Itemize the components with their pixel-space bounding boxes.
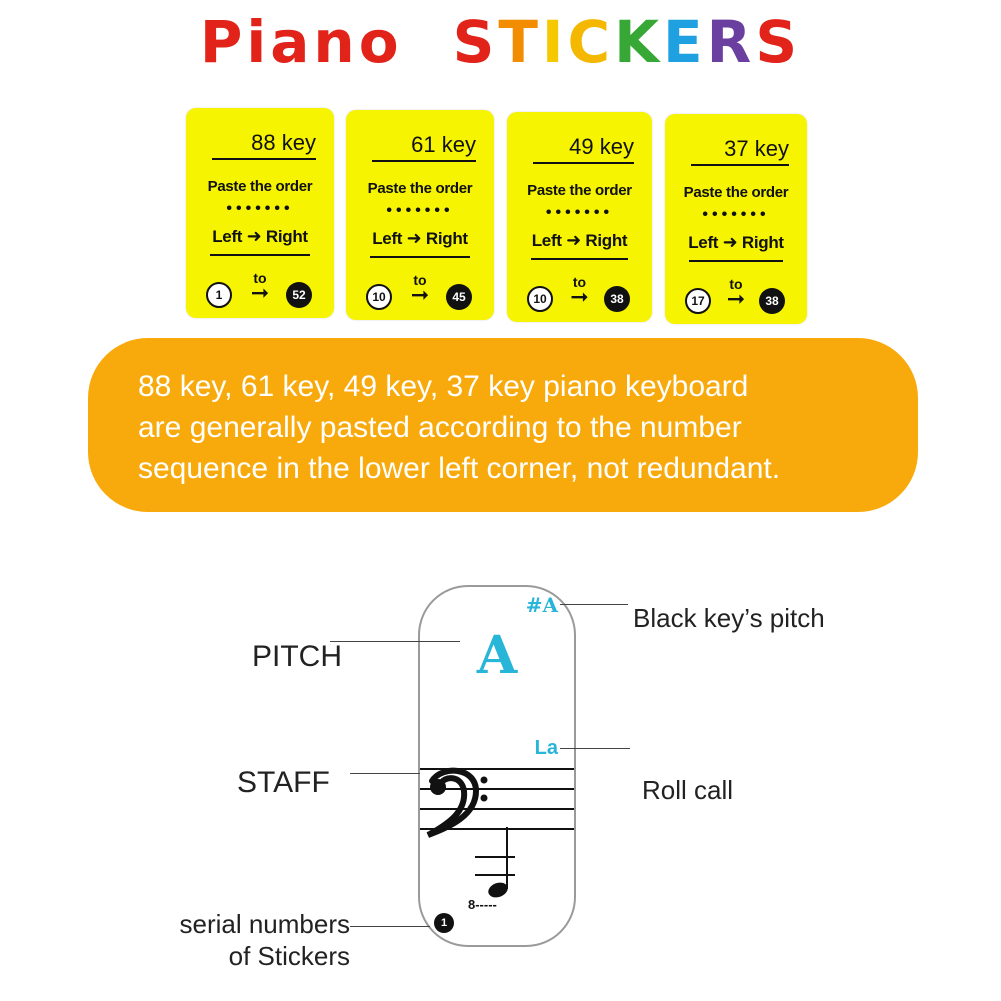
bass-clef-icon <box>426 767 488 838</box>
card-to-label: to <box>413 272 427 288</box>
key-card: 37 key Paste the order ••••••• Left ➜ Ri… <box>665 114 807 324</box>
title-letter: n <box>313 8 359 76</box>
card-right-label: Right <box>741 233 784 252</box>
arrow-right-icon: ➞ <box>250 280 270 305</box>
banner-line: 88 key, 61 key, 49 key, 37 key piano key… <box>138 370 749 403</box>
card-key-count: 37 key <box>691 136 789 166</box>
black-key-leader-line <box>560 604 628 605</box>
arrow-right-icon: ➜ <box>246 226 262 246</box>
arrow-right-icon: ➞ <box>410 282 430 307</box>
card-key-count: 49 key <box>533 134 634 164</box>
card-paste-order: Paste the order <box>367 180 473 197</box>
card-from-number: 1 <box>206 282 232 308</box>
pitch-letter: A <box>476 625 518 686</box>
serial-number-badge: 1 <box>434 913 454 933</box>
sticker-illustration: #A A La 8----- 1 <box>418 585 576 947</box>
arrow-right-icon: ➜ <box>566 230 581 250</box>
staff-notation <box>420 767 574 898</box>
arrow-right-icon: ➞ <box>726 286 746 311</box>
card-direction: Left ➜ Right <box>186 226 334 247</box>
card-right-label: Right <box>425 229 468 248</box>
title-letter: I <box>541 8 568 76</box>
sharp-pitch-label: #A <box>525 593 558 617</box>
title-letter: a <box>270 8 314 76</box>
banner-line: are generally pasted according to the nu… <box>138 411 742 444</box>
card-to-label: to <box>253 270 267 286</box>
card-to-number: 52 <box>286 282 312 308</box>
serial-label-line2: of Stickers <box>228 941 350 971</box>
card-sequence: 17 to ➞ 38 <box>665 276 807 316</box>
pitch-label: PITCH <box>252 640 342 673</box>
arrow-right-icon: ➜ <box>406 228 422 248</box>
title-letter: R <box>706 8 756 76</box>
card-key-count: 61 key <box>372 132 476 162</box>
card-direction: Left ➜ Right <box>346 228 494 249</box>
card-to-number: 45 <box>446 284 472 310</box>
staff-leader-line <box>350 773 420 774</box>
arrow-right-icon: ➜ <box>722 232 738 252</box>
title-word-stickers: STICKERS <box>453 8 802 76</box>
banner-text: 88 key, 61 key, 49 key, 37 key piano key… <box>138 366 888 489</box>
banner-line: sequence in the lower left corner, not r… <box>138 452 781 485</box>
card-to-number: 38 <box>604 286 630 312</box>
info-banner: 88 key, 61 key, 49 key, 37 key piano key… <box>88 338 918 512</box>
card-paste-order: Paste the order <box>527 182 632 199</box>
title-letter: C <box>567 8 615 76</box>
card-from-number: 17 <box>685 288 711 314</box>
key-card: 61 key Paste the order ••••••• Left ➜ Ri… <box>346 110 494 320</box>
card-dots: ••••••• <box>386 202 454 219</box>
roll-call-label: Roll call <box>642 775 734 805</box>
card-dots: ••••••• <box>226 200 294 217</box>
title-letter: S <box>755 8 802 76</box>
title-letter: K <box>614 8 664 76</box>
card-paste-order: Paste the order <box>207 178 313 195</box>
card-right-label: Right <box>265 227 308 246</box>
card-left-label: Left <box>531 231 562 250</box>
card-sequence: 10 to ➞ 45 <box>346 272 494 312</box>
card-right-label: Right <box>585 231 628 250</box>
card-to-label: to <box>729 276 743 292</box>
black-key-label: Black key’s pitch <box>633 603 825 633</box>
card-dots: ••••••• <box>545 204 614 221</box>
staff-label: STAFF <box>237 766 330 799</box>
title-letter: P <box>199 8 247 76</box>
serial-leader-line <box>350 926 430 927</box>
title-letter: S <box>452 8 499 76</box>
card-from-number: 10 <box>527 286 553 312</box>
octave-mark: 8----- <box>468 897 497 912</box>
card-to-number: 38 <box>759 288 785 314</box>
card-sequence: 10 to ➞ 38 <box>507 274 652 314</box>
card-left-label: Left <box>688 233 719 252</box>
card-left-label: Left <box>372 229 403 248</box>
card-sequence: 1 to ➞ 52 <box>186 270 334 310</box>
key-card: 88 key Paste the order ••••••• Left ➜ Ri… <box>186 108 334 318</box>
title-letter: i <box>246 8 271 76</box>
title-word-piano: Piano <box>200 8 403 76</box>
card-direction: Left ➜ Right <box>665 232 807 253</box>
title-letter: o <box>358 8 403 76</box>
serial-numbers-label: serial numbers of Stickers <box>158 908 350 972</box>
card-paste-order: Paste the order <box>683 184 789 201</box>
title-letter: T <box>498 8 542 76</box>
pitch-leader-line <box>330 641 460 642</box>
roll-call-leader-line <box>560 748 630 749</box>
card-dots: ••••••• <box>702 206 770 223</box>
card-direction: Left ➜ Right <box>507 230 652 251</box>
card-from-number: 10 <box>366 284 392 310</box>
card-to-label: to <box>572 274 587 290</box>
arrow-right-icon: ➞ <box>570 284 589 309</box>
solfege-label: La <box>534 737 558 759</box>
serial-label-line1: serial numbers <box>179 909 350 939</box>
note-icon <box>488 827 508 898</box>
title-letter: E <box>663 8 707 76</box>
key-card: 49 key Paste the order ••••••• Left ➜ Ri… <box>507 112 652 322</box>
card-key-count: 88 key <box>212 130 316 160</box>
card-left-label: Left <box>212 227 243 246</box>
